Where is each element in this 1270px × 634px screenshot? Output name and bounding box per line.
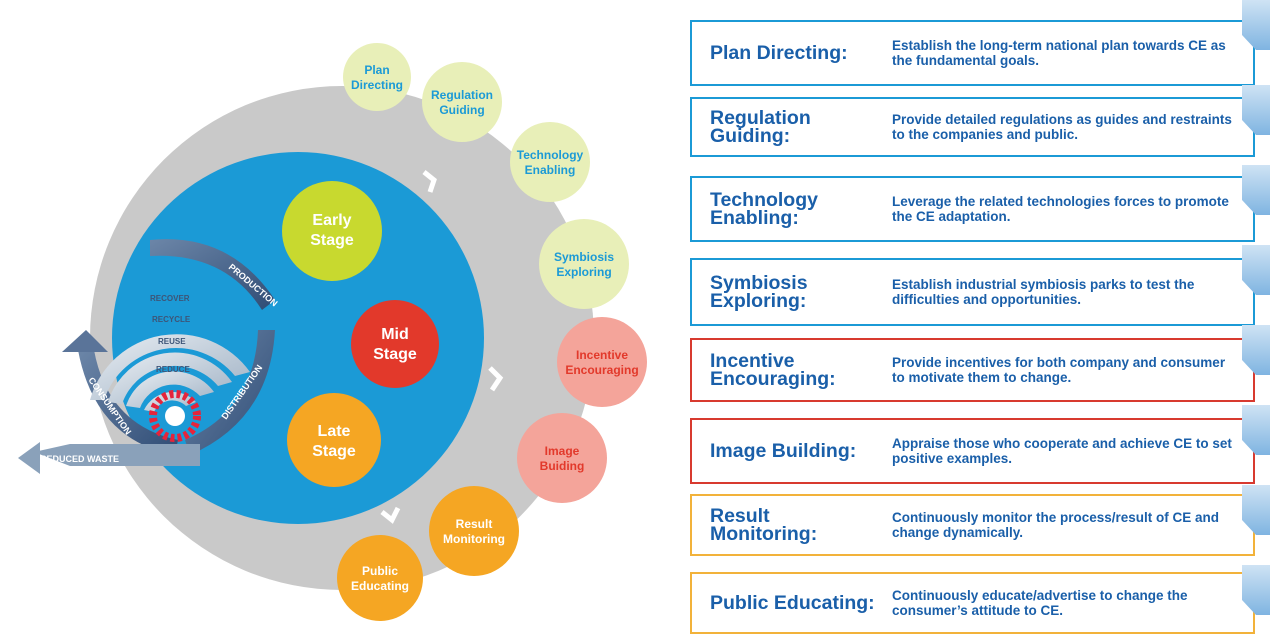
late-stage-line-2: Stage xyxy=(312,443,356,460)
recycle-label: RECYCLE xyxy=(152,315,191,324)
policy-card: Symbiosis Exploring: Establish industrial… xyxy=(690,258,1255,326)
policy-bubble-label: Encouraging xyxy=(565,363,638,377)
policy-bubble xyxy=(539,219,629,309)
policy-bubble-label: Public xyxy=(362,564,398,578)
chevron-marker xyxy=(422,170,437,193)
recover-ring xyxy=(90,334,250,400)
production-arc xyxy=(150,239,275,310)
policy-card-title: Incentive Encouraging: xyxy=(710,350,836,390)
policy-card: Result Monitoring: Continuously monitor t… xyxy=(690,494,1255,556)
policy-bubble-label: Result xyxy=(456,517,493,531)
policy-bubble-label: Technology xyxy=(517,148,584,162)
policy-bubble-label: Directing xyxy=(351,78,403,92)
policy-card: Image Building: Appraise those who cooper… xyxy=(690,418,1255,484)
policy-bubble xyxy=(510,122,590,202)
distribution-arc xyxy=(185,330,275,455)
policy-bubbles: PlanDirectingRegulationGuidingTechnology… xyxy=(337,43,647,621)
policy-card-title: Symbiosis Exploring: xyxy=(710,272,808,312)
mid-stage-line-1: Mid xyxy=(381,326,409,343)
policy-card-description: Appraise those who cooperate and achieve… xyxy=(892,436,1232,466)
policy-bubble-label: Image xyxy=(545,444,580,458)
early-stage-line-2: Stage xyxy=(310,232,354,249)
policy-card-description: Provide incentives for both company and … xyxy=(892,355,1226,385)
reduced-waste-arrow xyxy=(34,444,200,466)
policy-bubble xyxy=(343,43,411,111)
policy-card-description: Establish the long-term national plan to… xyxy=(892,38,1226,68)
late-stage-line-1: Late xyxy=(318,423,351,440)
policy-card-description: Leverage the related technologies forces… xyxy=(892,194,1229,224)
policy-card: Technology Enabling: Leverage the related… xyxy=(690,176,1255,242)
policy-card-title: Image Building: xyxy=(710,440,857,462)
policy-card: Public Educating: Continuously educate/ad… xyxy=(690,572,1255,634)
policy-bubble-label: Guiding xyxy=(439,103,484,117)
policy-bubble-label: Symbiosis xyxy=(554,250,614,264)
policy-card: Plan Directing: Establish the long-term n… xyxy=(690,20,1255,86)
recycle-ring xyxy=(108,352,232,404)
policy-bubble-label: Regulation xyxy=(431,88,493,102)
late-stage-circle xyxy=(287,393,381,487)
policy-bubble xyxy=(557,317,647,407)
policy-bubble xyxy=(337,535,423,621)
policy-bubble-label: Incentive xyxy=(576,348,628,362)
policy-card-title: Plan Directing: xyxy=(710,42,848,64)
policy-bubble-label: Buiding xyxy=(540,459,585,473)
policy-bubble-label: Educating xyxy=(351,579,409,593)
reduced-waste-label: REDUCED WASTE xyxy=(40,454,119,464)
mid-stage-circle xyxy=(351,300,439,388)
policy-card-description: Provide detailed regulations as guides a… xyxy=(892,112,1232,142)
early-stage-line-1: Early xyxy=(312,212,351,229)
policy-bubble xyxy=(422,62,502,142)
reduce-label: REDUCE xyxy=(156,365,190,374)
policy-card-description: Continuously educate/advertise to change… xyxy=(892,588,1188,618)
policy-card-title: Technology Enabling: xyxy=(710,189,818,229)
consumption-arrowhead xyxy=(62,330,108,352)
circular-economy-diagram: Early Stage Mid Stage Late Stage PRODUCT… xyxy=(18,43,647,621)
recover-label: RECOVER xyxy=(150,294,190,303)
policy-card-title: Regulation Guiding: xyxy=(710,107,811,147)
sdg-wheel-inner xyxy=(165,406,185,426)
policy-bubble-label: Exploring xyxy=(556,265,611,279)
mid-stage-line-2: Stage xyxy=(373,346,417,363)
reduced-waste-arrowhead xyxy=(18,442,40,474)
chevron-marker xyxy=(380,506,401,524)
policy-card-description: Continuously monitor the process/result … xyxy=(892,510,1220,540)
policy-card: Incentive Encouraging: Provide incentives… xyxy=(690,338,1255,402)
policy-card-title: Result Monitoring: xyxy=(710,505,818,545)
policy-bubble xyxy=(429,486,519,576)
early-stage-circle xyxy=(282,181,382,281)
policy-bubble xyxy=(517,413,607,503)
reuse-label: REUSE xyxy=(158,337,186,346)
policy-bubble-label: Enabling xyxy=(525,163,576,177)
policy-card-description: Establish industrial symbiosis parks to … xyxy=(892,277,1195,307)
policy-bubble-label: Monitoring xyxy=(443,532,505,546)
policy-bubble-label: Plan xyxy=(364,63,389,77)
policy-card: Regulation Guiding: Provide detailed regu… xyxy=(690,97,1255,157)
reuse-ring xyxy=(126,371,214,408)
sdg-wheel xyxy=(149,390,201,442)
policy-card-title: Public Educating: xyxy=(710,592,875,614)
chevron-marker xyxy=(488,366,504,392)
